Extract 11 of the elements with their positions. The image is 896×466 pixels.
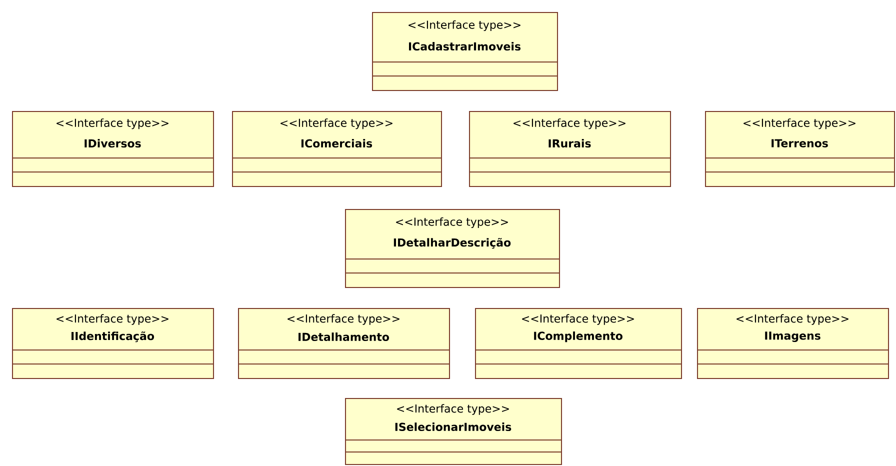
interface-box: <<Interface type>> ISelecionarImoveis: [344, 398, 562, 465]
interface-box: <<Interface type>> ICadastrarImoveis: [372, 12, 558, 91]
interface-box: <<Interface type>> IDetalharDescrição: [344, 209, 560, 288]
interface-box: <<Interface type>> IImagens: [696, 308, 889, 379]
interface-box: <<Interface type>> IDiversos: [12, 111, 214, 187]
interface-box: <<Interface type>> IIdentificação: [12, 308, 214, 379]
interface-box: <<Interface type>> IComerciais: [232, 111, 442, 187]
interface-box: <<Interface type>> IDetalhamento: [238, 308, 450, 379]
interface-box: <<Interface type>> IRurais: [468, 111, 671, 187]
interface-box: <<Interface type>> ITerrenos: [704, 111, 895, 187]
interface-box: <<Interface type>> IComplemento: [474, 308, 682, 379]
